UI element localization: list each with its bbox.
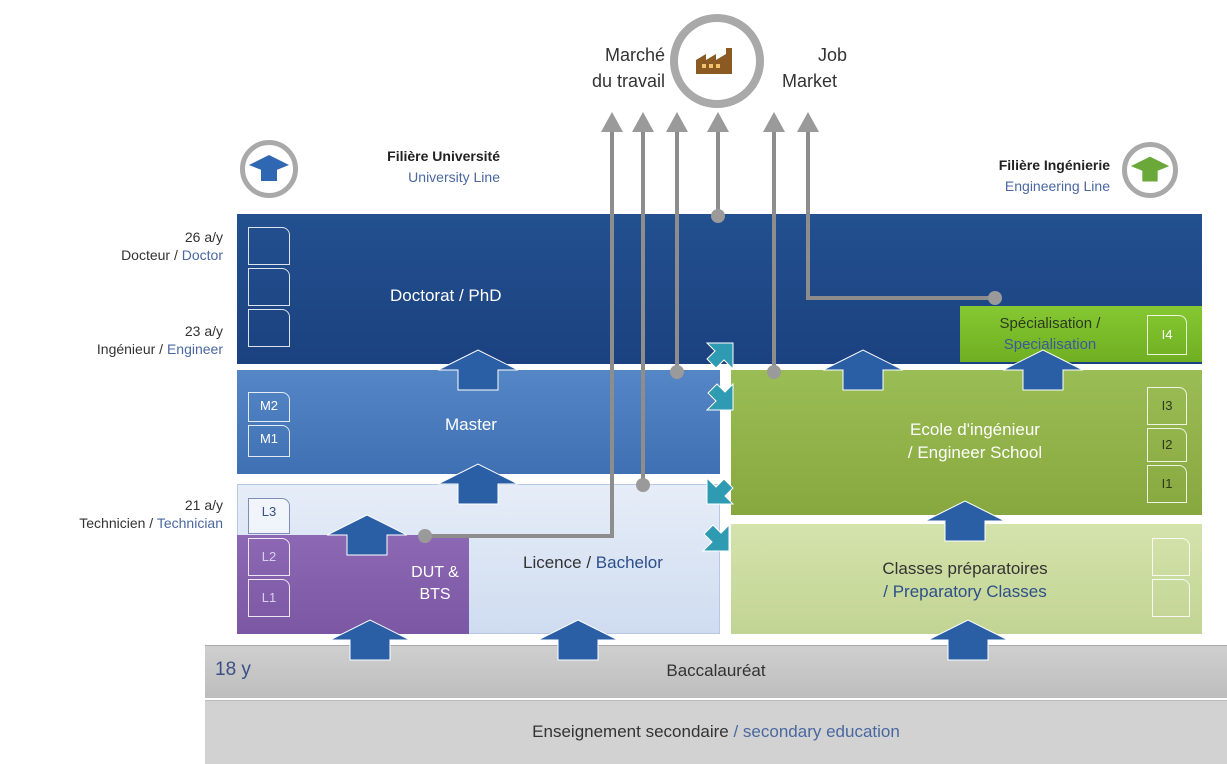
engineering-line-header: Filière Ingénierie Engineering Line [900, 155, 1110, 197]
licence-label: Licence / Bachelor [523, 553, 663, 573]
arrowhead-2 [632, 112, 654, 132]
job-market-en: Job Market [772, 42, 872, 94]
doctor-fr: Docteur [121, 247, 171, 263]
licence-fr: Licence [523, 553, 582, 572]
graduation-cap-icon [1130, 156, 1170, 182]
licence-sep: / [581, 553, 596, 572]
baccalaureat-label: Baccalauréat [666, 661, 766, 680]
age-engineer: 23 a/y [184, 323, 223, 339]
master-label: Master [445, 415, 497, 434]
doctor-en: Doctor [181, 247, 223, 263]
prepa-line1: Classes préparatoires [882, 559, 1048, 578]
engineering-cap-circle [1122, 142, 1178, 198]
year-box-doctor-3 [248, 309, 290, 347]
arrowhead-3 [666, 112, 688, 132]
factory-icon [696, 48, 732, 74]
year-box-prepa-2 [1152, 538, 1190, 576]
job-market-en-2: Market [782, 71, 838, 91]
year-box-i2: I2 [1147, 428, 1187, 462]
technician-en: Technician [156, 515, 223, 531]
factory-circle [670, 14, 764, 108]
arrowhead-1 [601, 112, 623, 132]
ecole-line2: / Engineer School [907, 443, 1043, 462]
secondary-education-label: Enseignement secondaire / secondary educ… [205, 722, 1227, 742]
arrowhead-6 [797, 112, 819, 132]
ecole-line1: Ecole d'ingénieur [910, 420, 1040, 439]
university-line-header: Filière Université University Line [300, 146, 500, 188]
year-box-m2: M2 [248, 392, 290, 422]
ecole-ingenieur-block [731, 370, 1202, 515]
technician-sep: / [145, 515, 157, 531]
doctor-sep: / [170, 247, 182, 263]
secondary-en: secondary education [742, 722, 900, 741]
age-doctor: 26 a/y [184, 229, 223, 245]
year-box-m1: M1 [248, 425, 290, 457]
university-cap-circle [240, 140, 298, 198]
licence-en: Bachelor [595, 553, 663, 572]
graduation-cap-icon [249, 155, 289, 181]
dut-line2: BTS [419, 586, 451, 603]
ecole-ingenieur-label: Ecole d'ingénieur / Engineer School [860, 418, 1090, 464]
age-label-doctor: 26 a/y Docteur / Doctor [8, 228, 223, 264]
engineering-line-en: Engineering Line [1004, 178, 1110, 194]
prepa-block [731, 524, 1202, 634]
year-box-doctor-1 [248, 227, 290, 265]
dut-bts-label: DUT & BTS [395, 562, 475, 606]
prepa-label: Classes préparatoires / Preparatory Clas… [830, 557, 1100, 603]
year-box-i4: I4 [1147, 315, 1187, 355]
special-line2: Specialisation [1003, 336, 1097, 353]
special-line1: Spécialisation / [999, 315, 1101, 332]
arrowhead-4 [707, 112, 729, 132]
engineer-sep: / [155, 341, 167, 357]
secondary-sep: / [728, 722, 743, 741]
engineer-en: Engineer [166, 341, 223, 357]
job-market-fr-1: Marché [604, 45, 665, 65]
age-technician: 21 a/y [184, 497, 223, 513]
baccalaureat-age: 18 y [215, 659, 251, 680]
year-box-l3: L3 [248, 498, 290, 534]
year-box-l2: L2 [248, 538, 290, 576]
university-line-en: University Line [408, 169, 500, 185]
secondary-fr: Enseignement secondaire [532, 722, 729, 741]
year-box-i1: I1 [1147, 465, 1187, 503]
year-box-l1: L1 [248, 579, 290, 617]
engineering-line-fr: Filière Ingénierie [998, 157, 1110, 173]
job-market-en-1: Job [818, 45, 848, 65]
age-label-technician: 21 a/y Technicien / Technician [8, 496, 223, 532]
secondary-education-block [205, 700, 1227, 764]
engineer-fr: Ingénieur [96, 341, 156, 357]
connector-arrowheads [601, 112, 819, 132]
age-label-engineer: 23 a/y Ingénieur / Engineer [8, 322, 223, 358]
year-box-i3: I3 [1147, 387, 1187, 425]
year-box-doctor-2 [248, 268, 290, 306]
university-line-fr: Filière Université [387, 148, 500, 164]
doctorat-label: Doctorat / PhD [390, 286, 502, 305]
year-box-prepa-1 [1152, 579, 1190, 617]
specialisation-label: Spécialisation / Specialisation [975, 313, 1125, 355]
dut-line1: DUT & [411, 564, 459, 581]
technician-fr: Technicien [79, 515, 146, 531]
job-market-fr: Marché du travail [540, 42, 665, 94]
job-market-fr-2: du travail [591, 71, 665, 91]
arrowhead-5 [763, 112, 785, 132]
prepa-line2: / Preparatory Classes [883, 582, 1047, 601]
